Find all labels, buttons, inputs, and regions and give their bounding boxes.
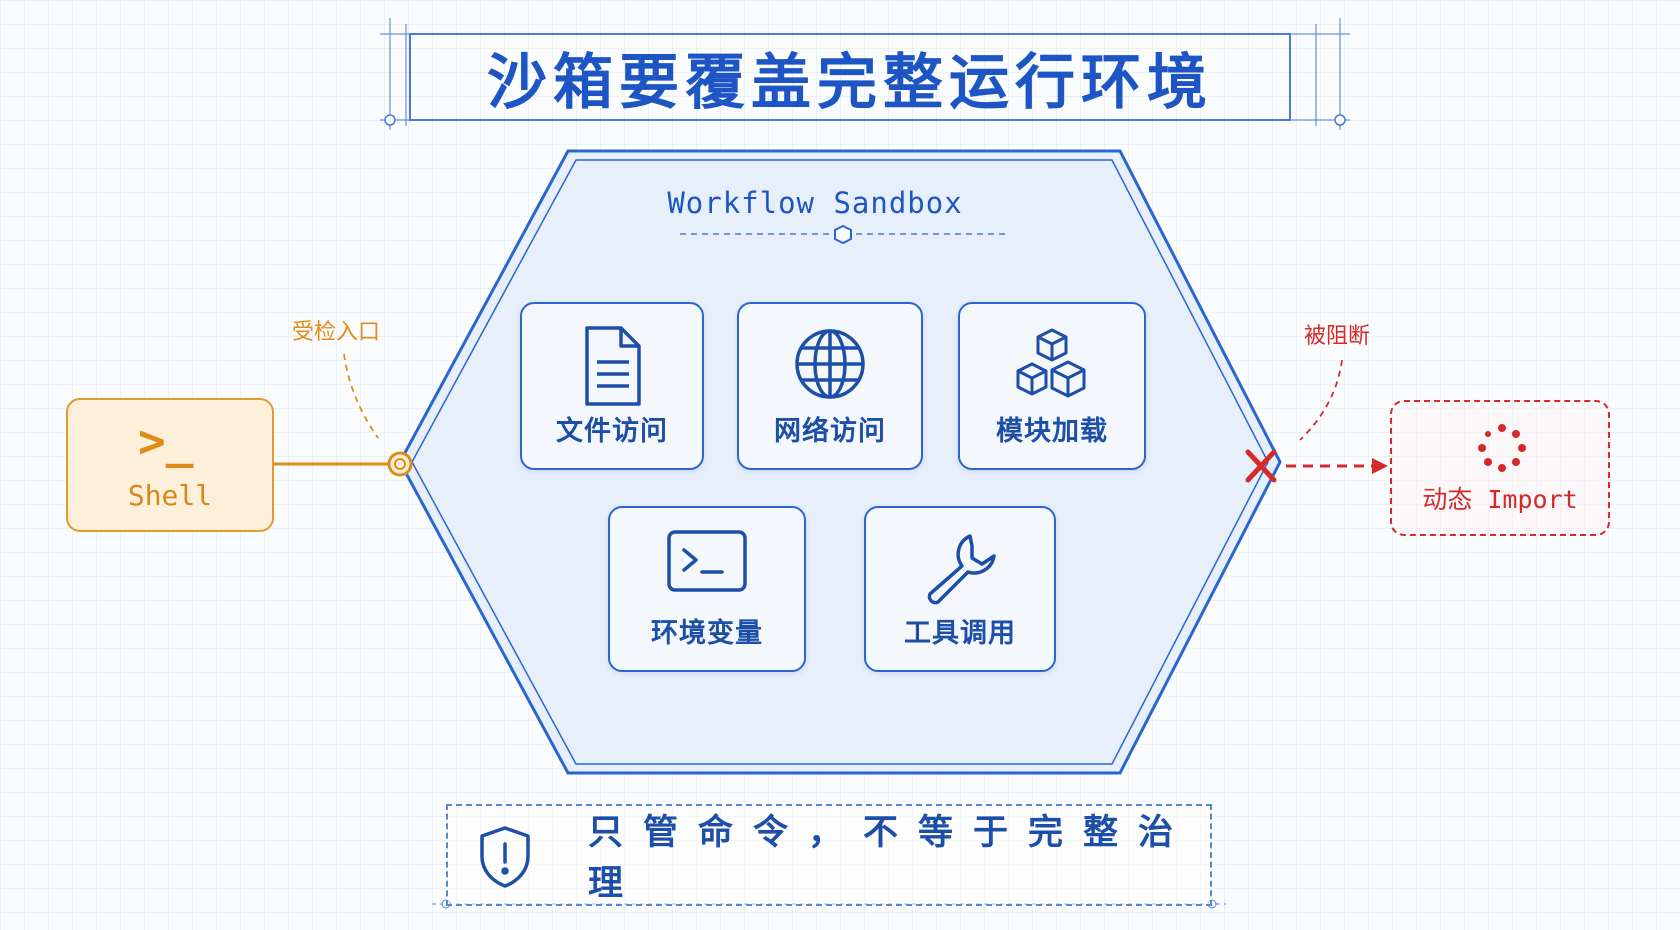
card-label: 文件访问 [556, 416, 668, 447]
dynamic-import-label: 动态 Import [1422, 485, 1578, 514]
globe-icon [739, 324, 921, 408]
terminal-icon [610, 528, 804, 612]
page-title: 沙箱要覆盖完整运行环境 [487, 47, 1213, 118]
card-label: 工具调用 [904, 618, 1016, 649]
blocked-annotation: 被阻断 [1304, 324, 1371, 349]
card-env-vars: 环境变量 [608, 506, 806, 672]
shield-alert-icon [476, 824, 534, 894]
card-label: 模块加载 [996, 416, 1108, 447]
footer-callout: 只管命令，不等于完整治理 [446, 804, 1212, 906]
document-icon [522, 324, 702, 408]
shell-connector [274, 353, 413, 477]
shell-label: Shell [127, 479, 213, 512]
block-x-icon [1245, 449, 1277, 483]
checked-entry-annotation: 受检入口 [292, 320, 381, 345]
card-module-loading: 模块加载 [958, 302, 1146, 470]
footer-text: 只管命令，不等于完整治理 [588, 813, 1194, 904]
blocked-connector [1286, 359, 1388, 474]
loading-dots-icon [1478, 424, 1526, 472]
sandbox-title-divider [680, 224, 1010, 245]
cubes-icon [960, 324, 1144, 408]
card-label: 网络访问 [774, 416, 886, 447]
wrench-icon [866, 528, 1054, 612]
dynamic-import-node: 动态 Import [1390, 400, 1610, 536]
card-label: 环境变量 [651, 618, 763, 649]
prompt-icon: >_ [138, 414, 194, 468]
sandbox-title: Workflow Sandbox [667, 186, 963, 220]
title-frame [380, 18, 1350, 130]
card-tool-calls: 工具调用 [864, 506, 1056, 672]
card-network-access: 网络访问 [737, 302, 923, 470]
card-file-access: 文件访问 [520, 302, 704, 470]
shell-node: >_ Shell [66, 398, 274, 532]
